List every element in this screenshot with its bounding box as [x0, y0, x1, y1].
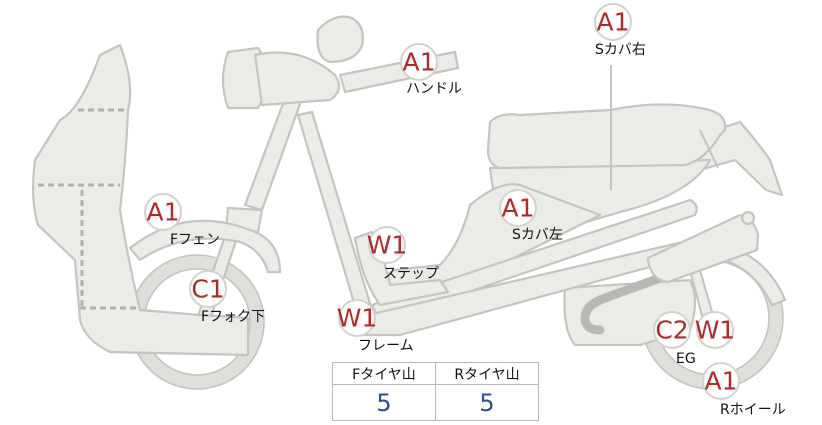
- tire-tread-table: Fタイヤ山 Rタイヤ山 5 5: [332, 362, 539, 421]
- seat-seam: [699, 129, 719, 169]
- badge-text: A1: [402, 48, 435, 77]
- label-eg: EG: [676, 351, 696, 367]
- badge-s-cover-left: A1: [499, 189, 537, 227]
- label-step: ステップ: [383, 266, 439, 282]
- badge-text: C2: [655, 316, 688, 345]
- shield-seam-dashes: [38, 108, 138, 310]
- label-s-cover-right: Sカバ右: [595, 42, 646, 58]
- rear-cowl: [698, 120, 784, 197]
- frame-rail-top: [370, 198, 698, 324]
- front-shield: [32, 43, 250, 357]
- table-row: 5 5: [332, 384, 539, 421]
- badge-step: W1: [367, 226, 408, 264]
- label-handle: ハンドル: [406, 81, 462, 97]
- badge-r-wheel: A1: [702, 362, 740, 400]
- badge-f-fork-lower: C1: [189, 270, 227, 308]
- mirror: [316, 15, 364, 64]
- badge-f-fender: A1: [144, 193, 182, 231]
- label-f-fork-lower: Fフォク下: [201, 309, 266, 325]
- badge-eg-c: C2: [653, 311, 691, 349]
- badge-frame: W1: [337, 299, 378, 337]
- badge-s-cover-right: A1: [594, 3, 632, 41]
- badge-text: A1: [704, 367, 737, 396]
- badge-handle: A1: [400, 43, 438, 81]
- header-r-tire-tread: Rタイヤ山: [435, 362, 539, 385]
- label-r-wheel: Rホイール: [720, 402, 786, 418]
- frame-down-tube: [296, 110, 374, 318]
- table-header-row: Fタイヤ山 Rタイヤ山: [332, 362, 539, 385]
- value-r-tire-tread: 5: [435, 384, 539, 421]
- badge-text: C1: [191, 275, 224, 304]
- badge-eg-w: W1: [695, 311, 736, 349]
- exhaust-pipe: [580, 273, 665, 335]
- label-s-cover-left: Sカバ左: [512, 227, 563, 243]
- badge-text: W1: [367, 231, 408, 260]
- badge-text: A1: [146, 198, 179, 227]
- front-fender: [128, 219, 282, 274]
- engine-cap: [740, 210, 756, 226]
- label-frame: フレーム: [358, 338, 414, 354]
- badge-text: W1: [337, 304, 378, 333]
- badge-text: A1: [501, 194, 534, 223]
- seat: [486, 103, 727, 170]
- badge-text: A1: [596, 8, 629, 37]
- label-f-fender: Fフェン: [170, 232, 221, 248]
- handle-cowl: [253, 51, 341, 107]
- badge-text: W1: [695, 316, 736, 345]
- value-f-tire-tread: 5: [332, 384, 436, 421]
- header-f-tire-tread: Fタイヤ山: [332, 362, 436, 385]
